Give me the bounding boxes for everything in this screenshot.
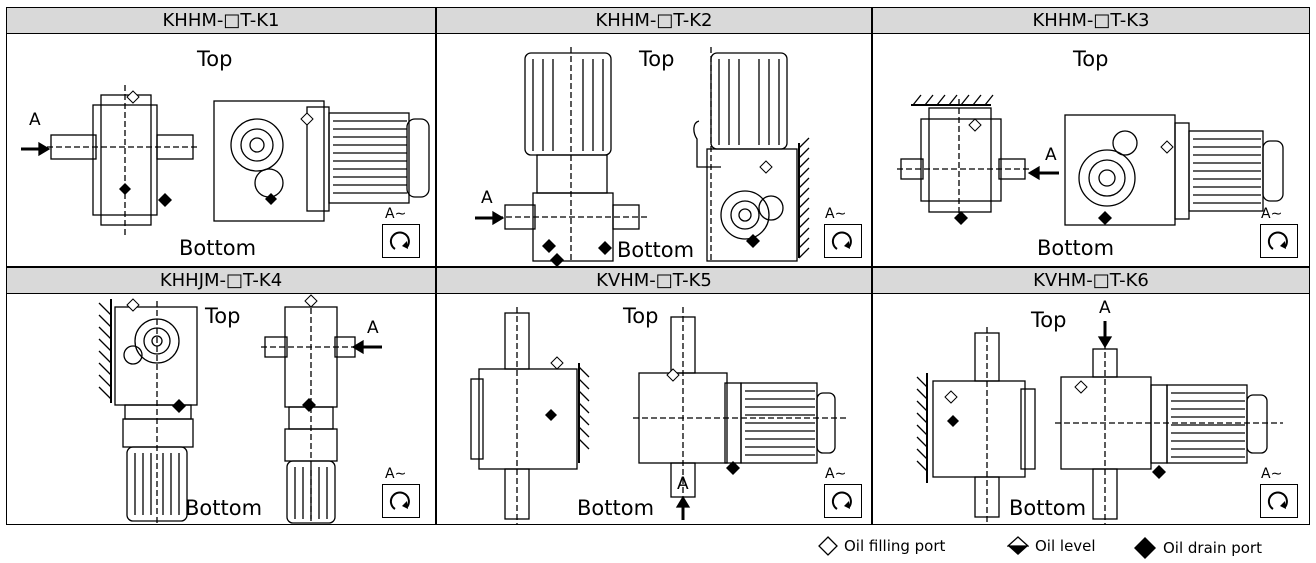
cell-title: KHHM-□T-K1 — [7, 8, 435, 34]
top-label: Top — [205, 304, 241, 328]
top-label: Top — [1031, 308, 1067, 332]
legend-filling-label: Oil filling port — [844, 537, 946, 555]
rotation-label: A∼ — [385, 206, 407, 222]
cell-k2: KHHM-□T-K2 Top Bottom A∼ A — [437, 8, 871, 267]
cell-k1: KHHM-□T-K1 Top Bottom A∼ A — [7, 8, 435, 266]
rotation-label: A∼ — [825, 206, 847, 222]
arrow-label: A — [1045, 145, 1057, 165]
rotation-icon — [824, 484, 862, 518]
gear-drawing — [21, 85, 430, 238]
bottom-label: Bottom — [1037, 236, 1115, 260]
legend-filling: Oil filling port — [818, 536, 945, 556]
cell-title: KHHM-□T-K3 — [873, 8, 1309, 34]
grid-divider — [7, 266, 1309, 268]
rotation-icon — [382, 224, 420, 258]
cell-k6: KVHM-□T-K6 Top Bottom A∼ A — [873, 268, 1309, 526]
bottom-label: Bottom — [1009, 496, 1087, 520]
cell-title: KVHM-□T-K5 — [437, 268, 871, 294]
rotation-icon — [1260, 484, 1298, 518]
cell-k5: KVHM-□T-K5 Top Bottom A∼ A — [437, 268, 871, 526]
gear-drawing — [897, 94, 1284, 226]
top-label: Top — [623, 304, 659, 328]
rotation-label: A∼ — [1261, 466, 1283, 482]
rotation-label: A∼ — [385, 466, 407, 482]
gear-drawing — [98, 294, 382, 525]
rotation-icon — [1260, 224, 1298, 258]
arrow-label: A — [1099, 298, 1111, 318]
diamond-outline-icon — [818, 536, 838, 556]
rotation-icon — [382, 484, 420, 518]
gear-drawing — [470, 307, 847, 525]
legend-level-label: Oil level — [1035, 537, 1096, 555]
legend-level: Oil level — [1007, 536, 1096, 556]
bottom-label: Bottom — [577, 496, 655, 520]
cell-title: KHHM-□T-K2 — [437, 8, 871, 34]
rotation-label: A∼ — [825, 466, 847, 482]
cell-k3: KHHM-□T-K3 Top Bottom A∼ A — [873, 8, 1309, 266]
bottom-label: Bottom — [179, 236, 257, 260]
top-label: Top — [197, 47, 233, 71]
diamond-filled-icon — [1134, 537, 1156, 559]
bottom-label: Bottom — [617, 238, 695, 262]
legend-drain: Oil drain port — [1133, 536, 1262, 560]
gear-drawing — [475, 47, 810, 267]
cell-title: KHHJM-□T-K4 — [7, 268, 435, 294]
arrow-label: A — [29, 110, 41, 130]
gear-drawing — [916, 321, 1283, 525]
bottom-label: Bottom — [185, 496, 263, 520]
arrow-label: A — [481, 188, 493, 208]
arrow-label: A — [367, 318, 379, 338]
mounting-position-grid: KHHM-□T-K1 Top Bottom A∼ A — [6, 7, 1310, 525]
diamond-half-icon — [1007, 536, 1029, 555]
top-label: Top — [1073, 47, 1109, 71]
rotation-icon — [824, 224, 862, 258]
top-label: Top — [639, 47, 675, 71]
cell-title: KVHM-□T-K6 — [873, 268, 1309, 294]
cell-k4: KHHJM-□T-K4 Top Bottom A∼ A — [7, 268, 435, 526]
legend-drain-label: Oil drain port — [1163, 539, 1262, 557]
rotation-label: A∼ — [1261, 206, 1283, 222]
